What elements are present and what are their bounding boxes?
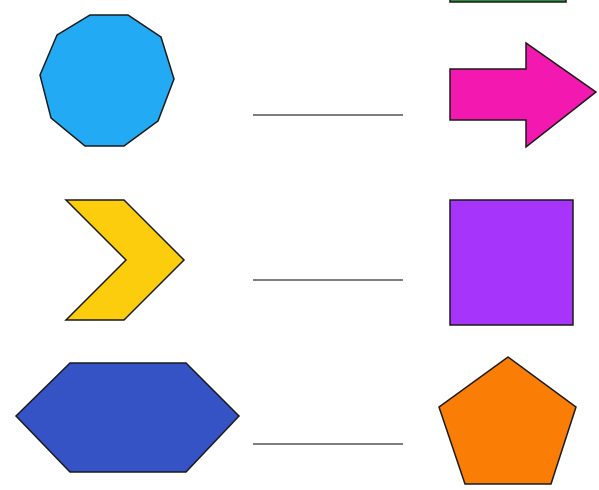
orange-pentagon-shape	[438, 356, 577, 485]
partial-green-shape	[449, 0, 567, 3]
magenta-arrow-shape	[449, 41, 598, 149]
blue-nonagon-shape	[39, 14, 175, 147]
yellow-chevron-shape	[64, 199, 186, 321]
blue-hexagon-shape	[14, 362, 241, 473]
purple-square-shape	[449, 199, 574, 326]
